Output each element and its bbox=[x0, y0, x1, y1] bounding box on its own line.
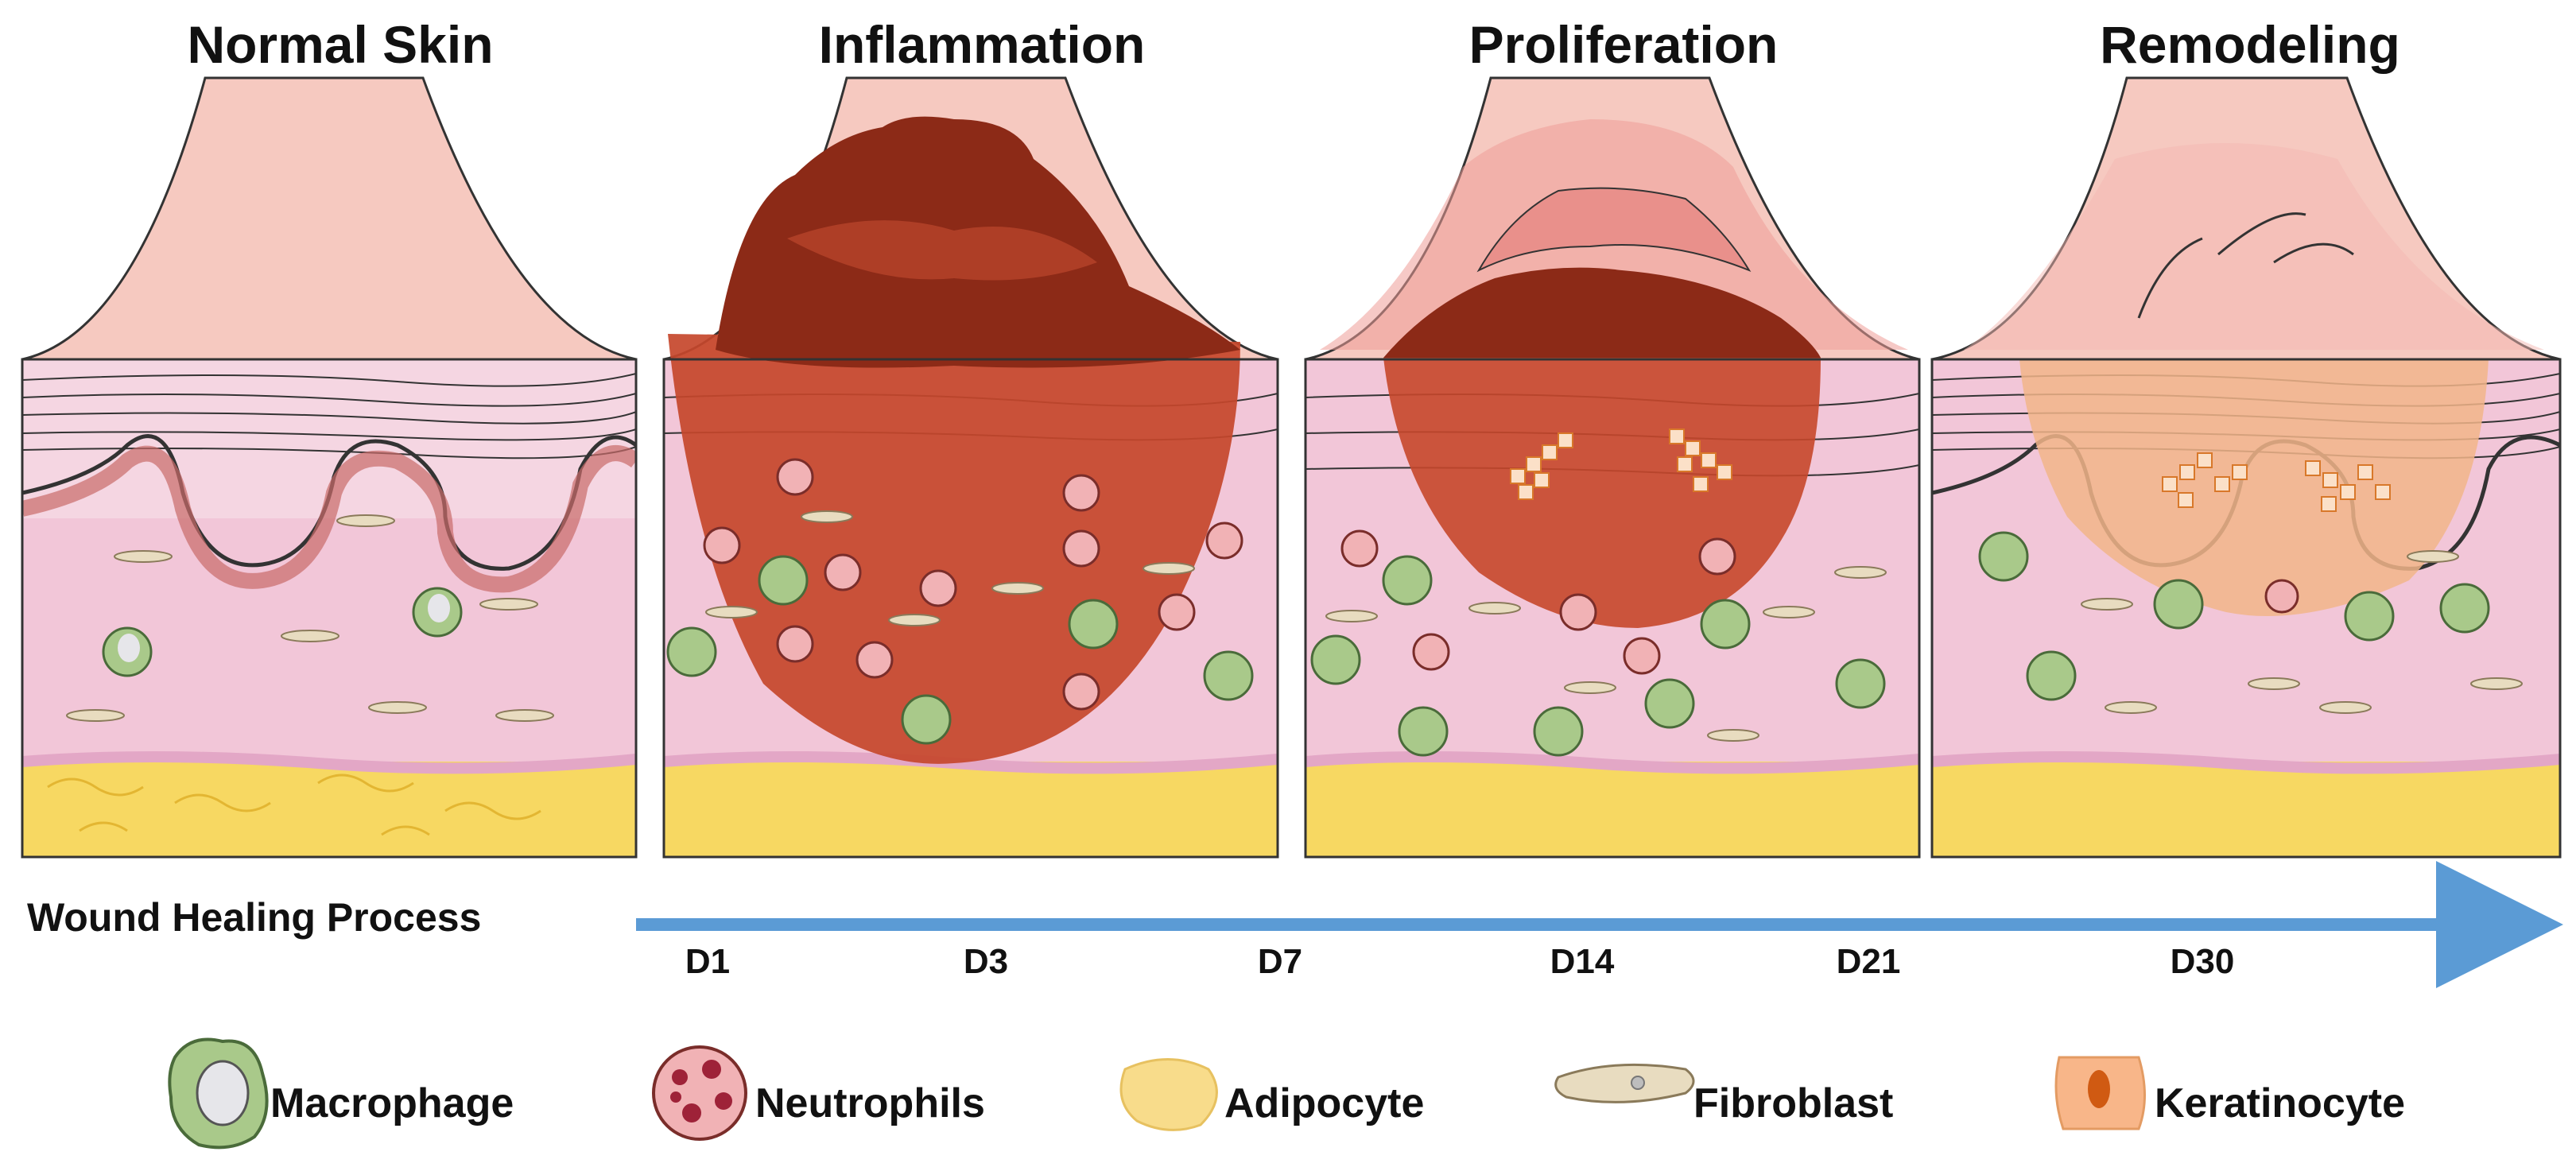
day-label: D1 bbox=[685, 942, 731, 981]
legend-label-fibroblast: Fibroblast bbox=[1693, 1080, 1894, 1126]
neutrophil-cells bbox=[703, 458, 1243, 711]
legend-label-neutrophils: Neutrophils bbox=[755, 1080, 985, 1126]
day-label: D3 bbox=[963, 942, 1009, 981]
day-label: D30 bbox=[2170, 942, 2235, 981]
scar-tissue bbox=[2019, 359, 2489, 616]
neutrophil-cells bbox=[2264, 579, 2299, 614]
panel-title-normal-skin: Normal Skin bbox=[187, 15, 494, 74]
wound-bed bbox=[668, 334, 1240, 764]
scar-marks bbox=[2137, 212, 2354, 319]
panel-remodeling bbox=[1930, 76, 2562, 859]
fibroblast-cells bbox=[2081, 550, 2523, 714]
rete-ridges bbox=[22, 434, 636, 571]
panel-proliferation bbox=[1304, 76, 1921, 859]
neutrophil-icon bbox=[652, 1045, 747, 1141]
fibroblast-icon bbox=[1554, 1063, 1695, 1103]
panel-title-inflammation: Inflammation bbox=[818, 15, 1146, 74]
legend-label-adipocyte: Adipocyte bbox=[1224, 1080, 1425, 1126]
legend-label-keratinocyte: Keratinocyte bbox=[2155, 1080, 2405, 1126]
timeline-label: Wound Healing Process bbox=[27, 895, 482, 940]
adipose-layer bbox=[22, 762, 636, 857]
macrophage-cells bbox=[1978, 531, 2490, 701]
panel-title-remodeling: Remodeling bbox=[2100, 15, 2400, 74]
wound-clot bbox=[1383, 267, 1821, 358]
panel-normal-skin bbox=[21, 76, 638, 859]
day-label: D21 bbox=[1836, 942, 1901, 981]
keratinocyte-cells bbox=[1510, 428, 1732, 500]
legend-label-macrophage: Macrophage bbox=[270, 1080, 514, 1126]
day-label: D7 bbox=[1257, 942, 1303, 981]
macrophage-cells bbox=[1310, 555, 1886, 757]
panel-title-proliferation: Proliferation bbox=[1468, 15, 1779, 74]
fibroblast-cells bbox=[66, 514, 554, 722]
day-label: D14 bbox=[1550, 942, 1615, 981]
fibroblast-cells bbox=[1325, 566, 1887, 742]
keratinocyte-cells bbox=[2162, 452, 2391, 512]
epidermis-cone bbox=[21, 76, 637, 361]
keratinocyte-icon bbox=[2054, 1056, 2146, 1130]
fibroblast-cells bbox=[705, 510, 1195, 626]
neutrophil-cells bbox=[1340, 529, 1736, 675]
panel-inflammation bbox=[662, 76, 1279, 859]
adipocyte-icon bbox=[1119, 1058, 1218, 1131]
macrophage-cells bbox=[666, 555, 1254, 745]
macrophage-icon bbox=[168, 1037, 269, 1150]
